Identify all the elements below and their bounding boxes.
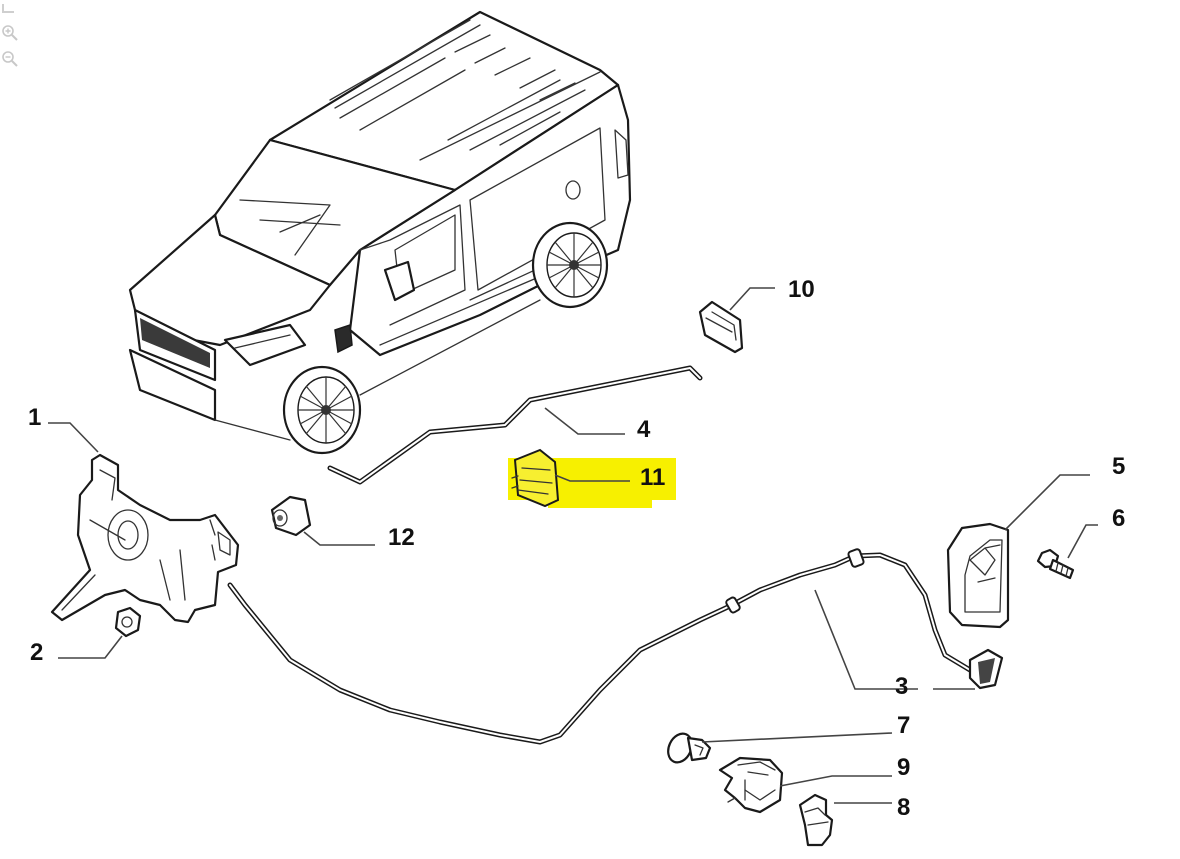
part-3-release-cable [227, 548, 1004, 745]
part-2-nut [114, 606, 142, 638]
callout-12: 12 [388, 524, 415, 551]
part-1-hood-latch [50, 453, 240, 624]
callout-11: 11 [640, 464, 665, 491]
callout-numbers: 1 2 3 4 5 6 7 8 9 10 11 12 [28, 276, 1125, 821]
callout-9: 9 [897, 754, 910, 781]
part-9-cable-bracket [718, 756, 784, 814]
callout-1: 1 [28, 404, 41, 431]
part-10-rod-holder [698, 300, 744, 354]
front-wheel [282, 365, 362, 455]
leader-lines [48, 287, 1098, 804]
callout-2: 2 [30, 639, 43, 666]
part-6-screw [1036, 548, 1075, 580]
part-12-rubber-buffer [270, 495, 312, 537]
part-11-highlight [508, 448, 676, 508]
callout-10: 10 [788, 276, 815, 303]
callout-3: 3 [895, 673, 908, 700]
part-5-release-handle [946, 522, 1010, 629]
zoom-in-icon[interactable] [0, 22, 22, 44]
expand-icon[interactable] [0, 0, 22, 22]
callout-7: 7 [897, 712, 910, 739]
callout-4: 4 [637, 416, 651, 443]
callout-5: 5 [1112, 453, 1125, 480]
part-7-cable-clip [667, 732, 712, 764]
zoom-out-icon[interactable] [0, 48, 22, 70]
callout-8: 8 [897, 794, 910, 821]
rear-wheel [531, 221, 609, 309]
van-illustration [128, 10, 632, 455]
callout-6: 6 [1112, 505, 1125, 532]
part-8-rod-clip [798, 793, 834, 847]
part-4-support-rod [327, 365, 703, 485]
